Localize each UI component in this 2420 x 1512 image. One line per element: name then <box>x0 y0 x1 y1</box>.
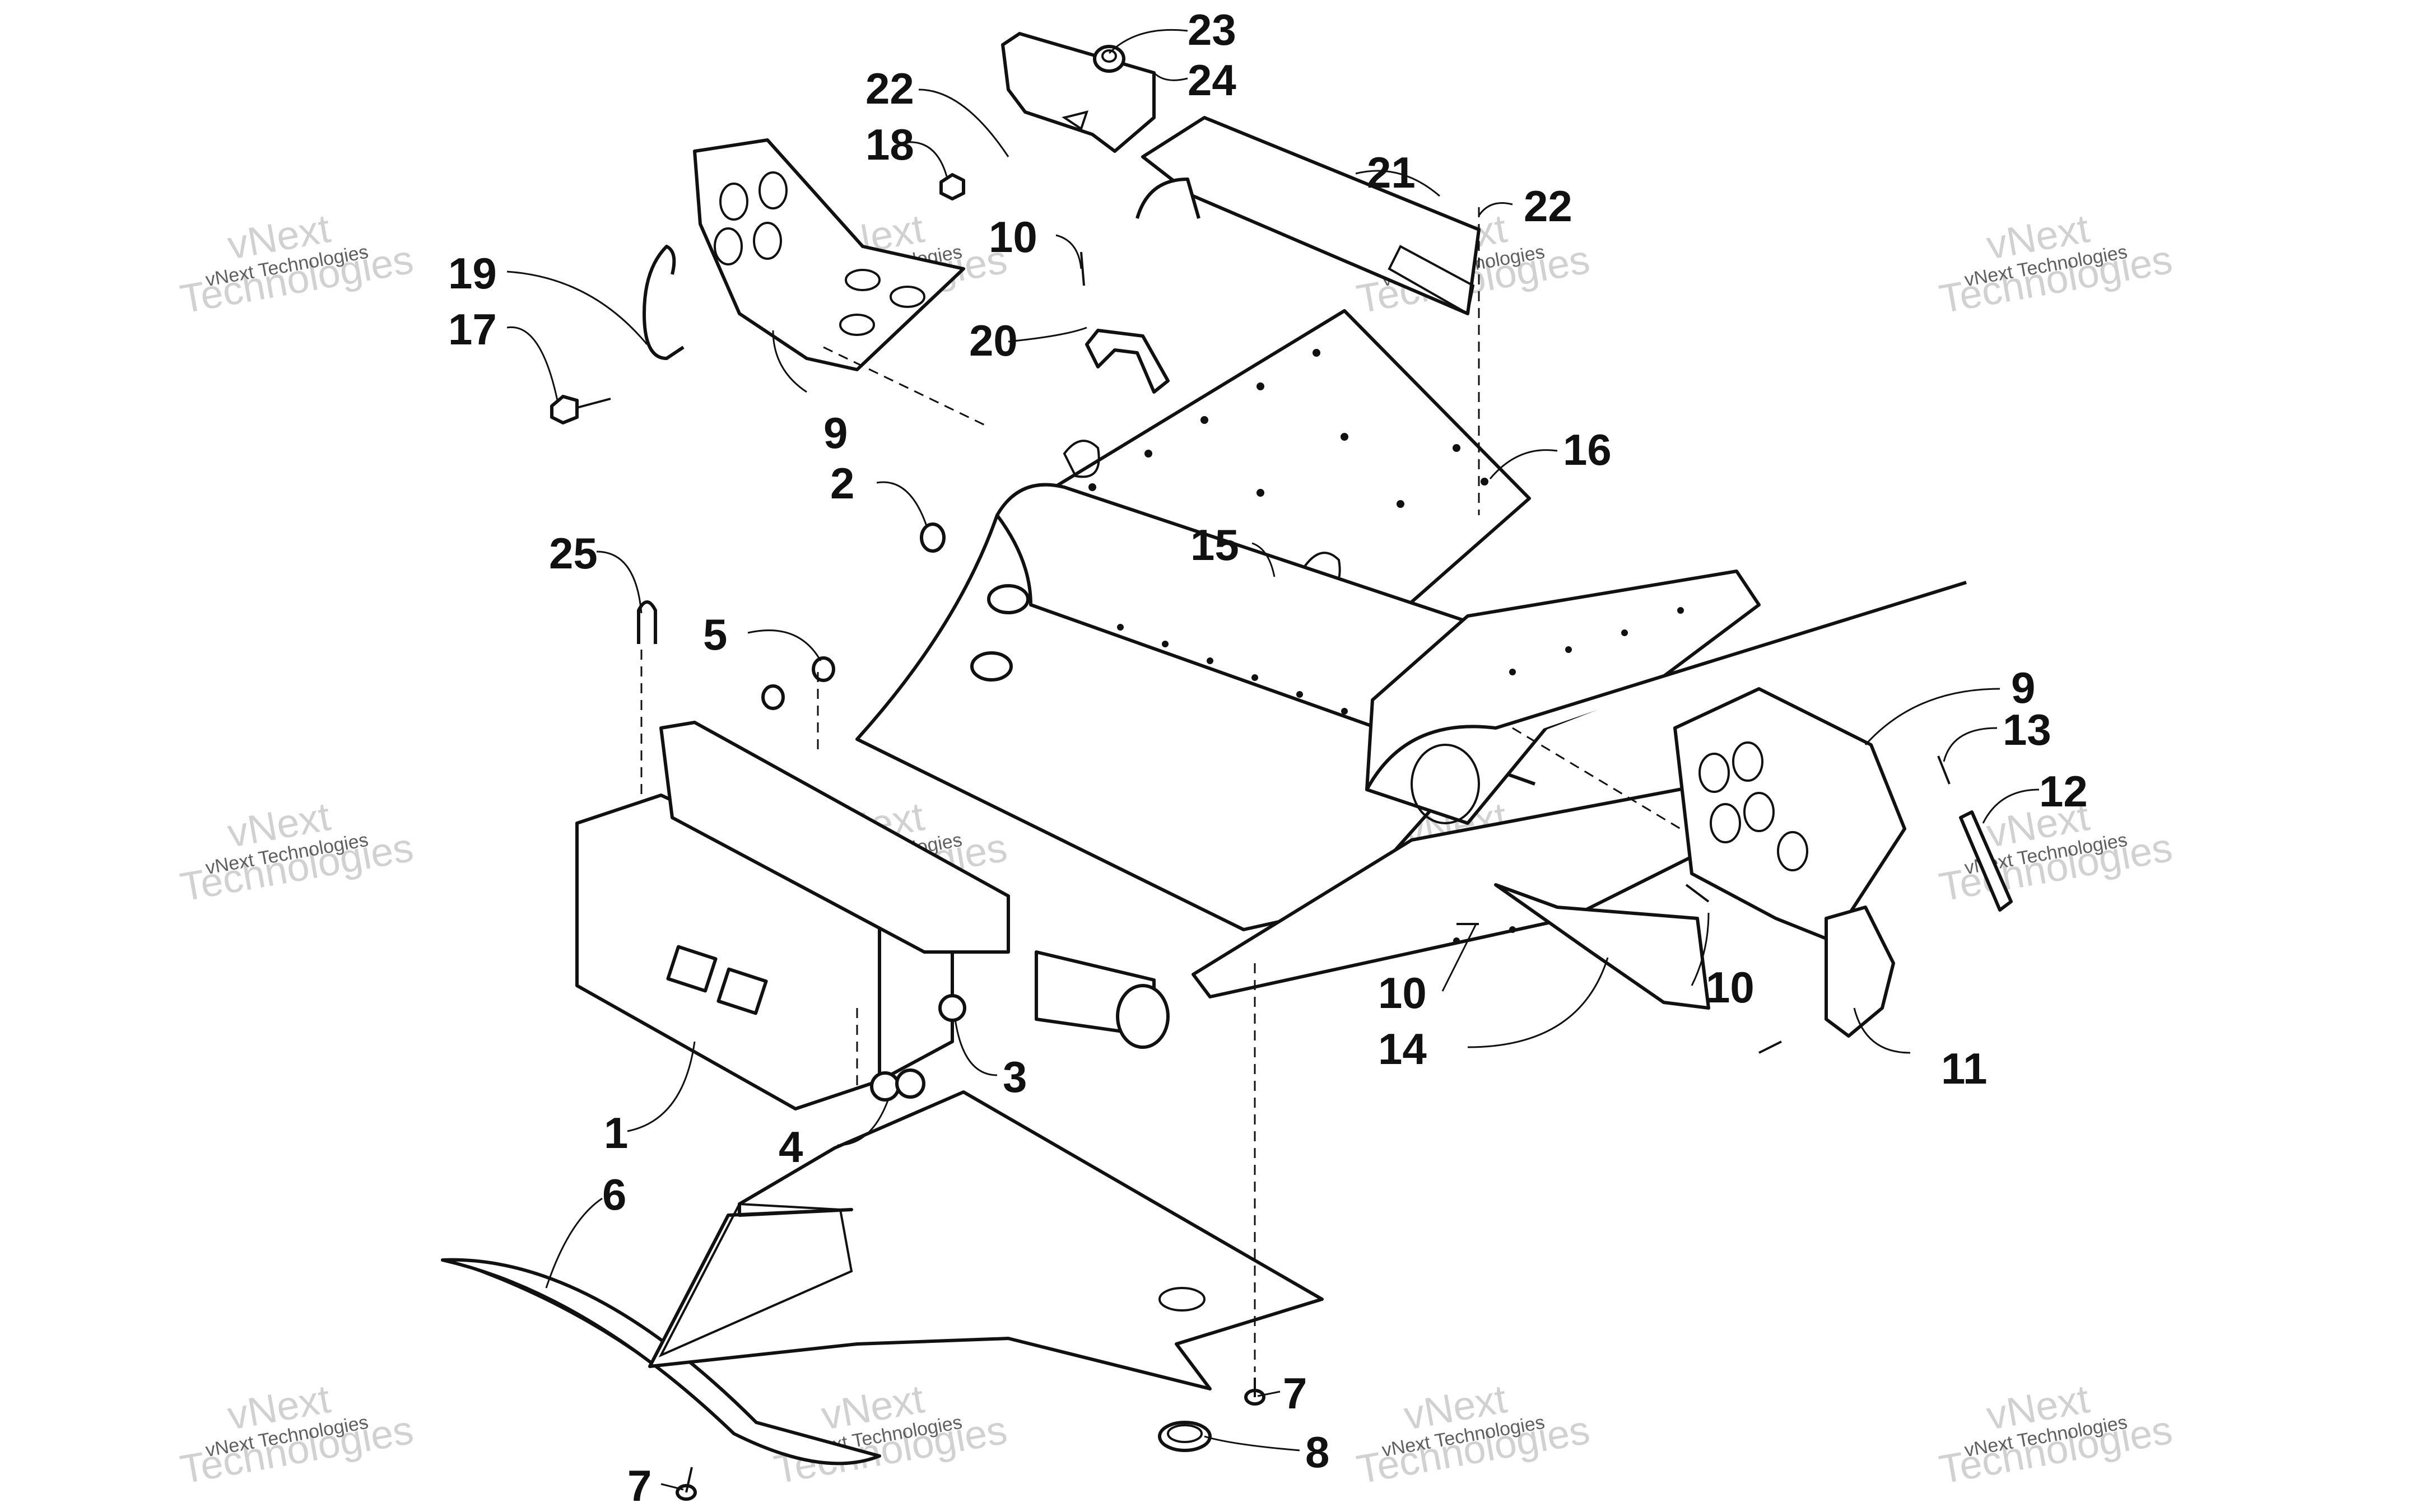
alignment-lines <box>640 207 1681 1372</box>
callout-10b: 10 <box>1378 968 1427 1018</box>
callout-15: 15 <box>1190 520 1239 570</box>
callout-24: 24 <box>1188 55 1236 105</box>
callout-10a: 10 <box>989 212 1037 262</box>
watermark: vNext Technologies vNext Technologies <box>771 1376 1011 1492</box>
callout-14: 14 <box>1378 1024 1427 1074</box>
callout-8: 8 <box>1305 1427 1329 1477</box>
lower-right-footrest-plate <box>1673 687 1906 942</box>
side-bracket <box>1825 906 1895 1038</box>
callout-11: 11 <box>1941 1044 1987 1093</box>
callout-6: 6 <box>602 1170 626 1219</box>
u-bolt <box>637 600 657 644</box>
callout-2: 2 <box>830 459 854 508</box>
bushing <box>920 522 946 553</box>
floor-screw <box>1244 1378 1265 1406</box>
link-strap <box>1959 810 2013 912</box>
callout-18: 18 <box>865 120 914 169</box>
hex-nut <box>939 173 965 200</box>
callout-25: 25 <box>549 529 598 578</box>
watermark: vNext Technologies vNext Technologies <box>1936 1376 2176 1492</box>
parts-layer <box>441 32 2013 1501</box>
spacer-pair <box>870 1068 925 1102</box>
watermark: vNext Technologies vNext Technologies <box>177 794 417 910</box>
hex-bolt <box>550 395 611 424</box>
panel-strap <box>1085 329 1170 394</box>
front-bushing <box>938 994 966 1022</box>
callout-4: 4 <box>779 1122 803 1172</box>
watermark: vNext Technologies vNext Technologies <box>177 206 417 322</box>
watermark: vNext Technologies vNext Technologies <box>177 1376 417 1492</box>
callout-13: 13 <box>2003 705 2051 754</box>
leader-lines <box>506 29 2040 1491</box>
watermark: vNext Technologies vNext Technologies <box>1936 206 2176 322</box>
callout-9a: 9 <box>823 408 848 458</box>
callout-22a: 22 <box>865 64 914 113</box>
upper-console <box>1135 116 1481 316</box>
callout-20: 20 <box>969 316 1018 365</box>
drain-plug <box>1158 1421 1212 1452</box>
skid-screw <box>676 1467 697 1501</box>
callout-23: 23 <box>1188 5 1236 54</box>
floor-pan <box>648 1090 1324 1390</box>
bracket-knob <box>1093 45 1125 73</box>
callout-19: 19 <box>448 249 497 298</box>
callout-21: 21 <box>1367 148 1416 197</box>
upper-left-footrest-plate <box>693 138 965 371</box>
callout-3: 3 <box>1003 1052 1027 1102</box>
callout-layer: 1 2 3 4 5 6 7 7 8 9 9 10 10 10 11 12 13 … <box>448 5 2088 1510</box>
callout-16: 16 <box>1563 425 1612 474</box>
callout-7a: 7 <box>1283 1369 1307 1418</box>
callout-22b: 22 <box>1524 181 1572 231</box>
front-bulkhead <box>575 721 1170 1110</box>
callout-7b: 7 <box>627 1461 651 1510</box>
step-loop <box>643 245 685 360</box>
callout-10c: 10 <box>1706 963 1755 1012</box>
callout-12: 12 <box>2039 767 2088 816</box>
top-bracket <box>1001 32 1156 153</box>
clevis-pin <box>1937 755 1951 785</box>
callout-5: 5 <box>703 610 727 659</box>
grommets <box>761 656 835 710</box>
callout-17: 17 <box>448 305 497 354</box>
watermark: vNext Technologies vNext Technologies <box>1353 1376 1593 1492</box>
angle-brace <box>1494 883 1710 1010</box>
callout-9b: 9 <box>2011 663 2035 712</box>
callout-1: 1 <box>604 1108 628 1158</box>
